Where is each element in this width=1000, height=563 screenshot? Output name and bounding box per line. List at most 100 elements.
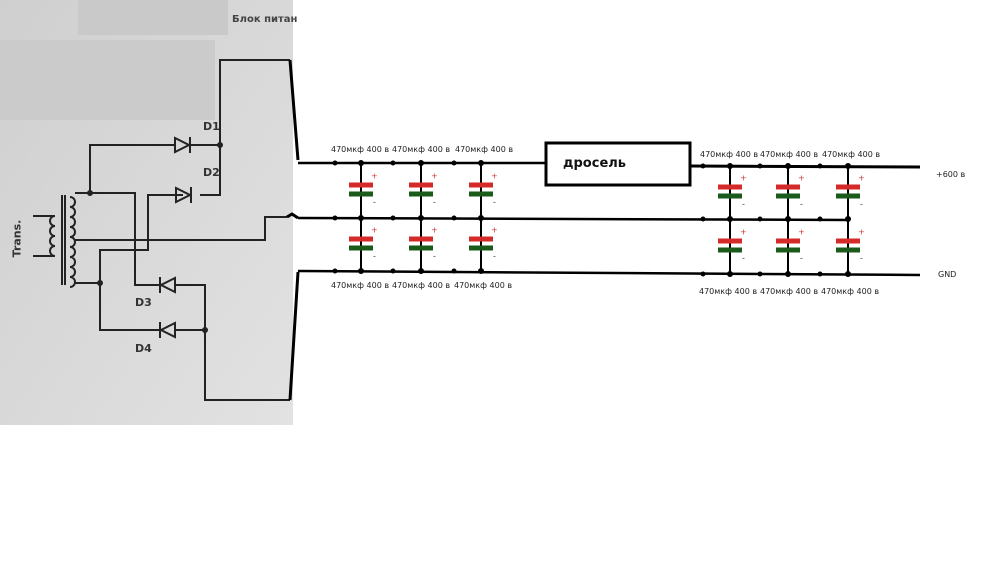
diode-label-d2: D2: [203, 166, 220, 179]
minus-sign: -: [493, 252, 496, 261]
minus-sign: -: [860, 254, 863, 263]
junction-dot: [418, 160, 424, 166]
plus-sign: +: [431, 226, 438, 235]
junction-dot: [390, 215, 396, 221]
minus-sign: -: [433, 252, 436, 261]
cap-label: 470мкф 400 в: [821, 287, 880, 296]
junction-dot: [478, 160, 484, 166]
capacitor-positive-plate: [409, 182, 433, 188]
capacitor-negative-plate: [836, 193, 860, 199]
junction-dot: [332, 215, 338, 221]
transformer-label: Trans.: [10, 219, 24, 258]
junction-dot: [478, 215, 484, 221]
capacitor-positive-plate: [349, 182, 373, 188]
diode-d3: [158, 276, 176, 294]
junction-dot: [451, 215, 457, 221]
photo-patch: [78, 0, 228, 35]
minus-sign: -: [493, 198, 496, 207]
plus-sign: +: [371, 172, 378, 181]
minus-sign: -: [742, 254, 745, 263]
junction-dot: [845, 216, 851, 222]
capacitor-negative-plate: [836, 247, 860, 253]
diode-label-d3: D3: [135, 296, 152, 309]
junction-dot: [358, 268, 364, 274]
capacitor-positive-plate: [469, 182, 493, 188]
capacitor-negative-plate: [718, 247, 742, 253]
choke-label: дросель: [563, 156, 627, 171]
connection-wires: [286, 59, 300, 401]
junction-dot: [785, 163, 791, 169]
junction-dot: [390, 160, 396, 166]
capacitor-negative-plate: [776, 193, 800, 199]
cap-label: 470мкф 400 в: [760, 150, 819, 159]
capacitor-negative-plate: [409, 245, 433, 251]
cap-label: 470мкф 400 в: [331, 145, 390, 154]
junction-dot: [700, 271, 706, 277]
junction-dot: [727, 163, 733, 169]
minus-sign: -: [800, 200, 803, 209]
capacitor-negative-plate: [776, 247, 800, 253]
diode-label-d4: D4: [135, 342, 152, 355]
left-schematic: [33, 59, 290, 401]
junction-dot: [845, 163, 851, 169]
junction-dot: [332, 160, 338, 166]
cap-label: 470мкф 400 в: [760, 287, 819, 296]
cap-label: 470мкф 400 в: [699, 287, 758, 296]
junction-dot: [727, 271, 733, 277]
capacitor-positive-plate: [469, 236, 493, 242]
junction-dot: [478, 268, 484, 274]
photo-patch: [0, 40, 215, 120]
choke-box: [544, 141, 692, 187]
left-nodes: [87, 142, 223, 333]
junction-dot: [817, 163, 823, 169]
junction-dot: [757, 271, 763, 277]
minus-sign: -: [373, 198, 376, 207]
capacitor-bank: +-+-+-+-+-+-+-+-+-+-+-+-: [332, 160, 865, 277]
plus-sign: +: [858, 228, 865, 237]
minus-sign: -: [742, 200, 745, 209]
diode-label-d1: D1: [203, 120, 220, 133]
capacitor-positive-plate: [836, 238, 860, 244]
minus-sign: -: [800, 254, 803, 263]
junction-dot: [727, 216, 733, 222]
minus-sign: -: [433, 198, 436, 207]
capacitor-negative-plate: [349, 245, 373, 251]
diode-d4: [158, 321, 176, 339]
plus-sign: +: [740, 174, 747, 183]
diode-d2: [175, 186, 193, 204]
junction-dot: [785, 216, 791, 222]
junction-dot: [785, 271, 791, 277]
capacitor-positive-plate: [409, 236, 433, 242]
plus-sign: +: [491, 226, 498, 235]
cap-label: 470мкф 400 в: [392, 281, 451, 290]
junction-dot: [757, 163, 763, 169]
capacitor-positive-plate: [776, 238, 800, 244]
capacitor-positive-plate: [836, 184, 860, 190]
plus-sign: +: [858, 174, 865, 183]
cap-label: 470мкф 400 в: [331, 281, 390, 290]
cap-label: 470мкф 400 в: [455, 145, 514, 154]
junction-dot: [817, 216, 823, 222]
plus-sign: +: [740, 228, 747, 237]
plus-sign: +: [798, 174, 805, 183]
diode-d1: [174, 136, 192, 154]
cap-label: 470мкф 400 в: [392, 145, 451, 154]
junction-dot: [451, 160, 457, 166]
capacitor-positive-plate: [776, 184, 800, 190]
junction-dot: [451, 268, 457, 274]
junction-dot: [418, 215, 424, 221]
plus-sign: +: [798, 228, 805, 237]
cap-label: 470мкф 400 в: [454, 281, 513, 290]
junction-dot: [757, 216, 763, 222]
cap-label: 470мкф 400 в: [822, 150, 881, 159]
output-positive-label: +600 в: [936, 170, 966, 179]
junction-dot: [817, 271, 823, 277]
capacitor-positive-plate: [718, 238, 742, 244]
minus-sign: -: [860, 200, 863, 209]
diagram-title: Блок питан: [232, 14, 298, 25]
capacitor-negative-plate: [718, 193, 742, 199]
plus-sign: +: [431, 172, 438, 181]
capacitor-negative-plate: [469, 245, 493, 251]
